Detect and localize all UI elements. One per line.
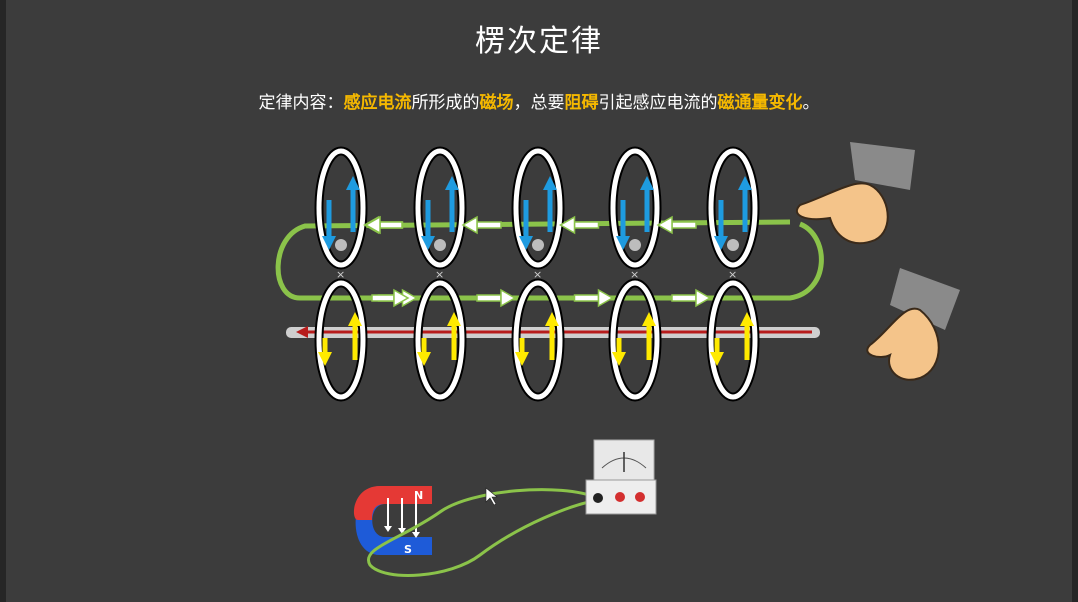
svg-text:×: × [533, 268, 542, 281]
coil-ring-icon: × [608, 146, 662, 281]
current-flow-arrow-right [476, 288, 517, 308]
svg-text:×: × [336, 268, 345, 281]
coil-ring-icon: × [511, 146, 565, 281]
law-highlight-magnetic-field: 磁场 [479, 93, 514, 113]
svg-text:×: × [630, 268, 639, 281]
coil-ring-icon: × [706, 146, 760, 281]
current-flow-arrow-left [461, 215, 502, 235]
current-flow-arrow-left [558, 215, 600, 235]
magnet-icon: N S [353, 486, 432, 556]
pointing-hand-icon [866, 268, 960, 381]
coil-wire [275, 219, 824, 301]
law-prefix: 定律内容： [258, 93, 344, 113]
law-text-1: 所形成的 [411, 93, 480, 113]
law-highlight-oppose: 阻碍 [564, 93, 599, 113]
straight-current-arrowhead [296, 326, 308, 338]
coil-ring-icon [511, 278, 565, 402]
coil-ring-icon: × [314, 146, 368, 281]
law-text-3: 引起感应电流的 [598, 93, 718, 113]
current-flow-arrow-right [371, 288, 410, 308]
page-title: 楞次定律 [475, 24, 603, 59]
current-flow-arrow-right [573, 288, 615, 308]
coil-ring-icon: × [413, 146, 467, 281]
magnet-north-label: N [414, 489, 423, 502]
coil-ring-icon [413, 278, 467, 402]
magnet-south-label: S [404, 543, 412, 556]
current-flow-arrow-left [364, 215, 403, 235]
law-text-2: ，总要 [513, 93, 565, 113]
cursor-icon [485, 487, 498, 506]
svg-text:×: × [728, 268, 737, 281]
coil-ring-icon [706, 278, 760, 402]
coil-ring-icon [608, 278, 662, 402]
pointing-hand-icon [795, 142, 915, 245]
left-frame-edge [0, 0, 6, 602]
law-highlight-induced-current: 感应电流 [343, 93, 412, 113]
law-highlight-flux-change: 磁通量变化 [717, 93, 803, 113]
right-frame-edge [1072, 0, 1078, 602]
current-flow-arrow-left [656, 215, 697, 235]
svg-text:×: × [435, 268, 444, 281]
law-text-4: 。 [802, 93, 820, 113]
law-statement: 定律内容：感应电流所形成的磁场，总要阻碍引起感应电流的磁通量变化。 [0, 88, 1078, 113]
current-flow-arrow-right [671, 288, 712, 308]
galvanometer-icon [585, 439, 657, 515]
coil-ring-icon [314, 278, 368, 402]
